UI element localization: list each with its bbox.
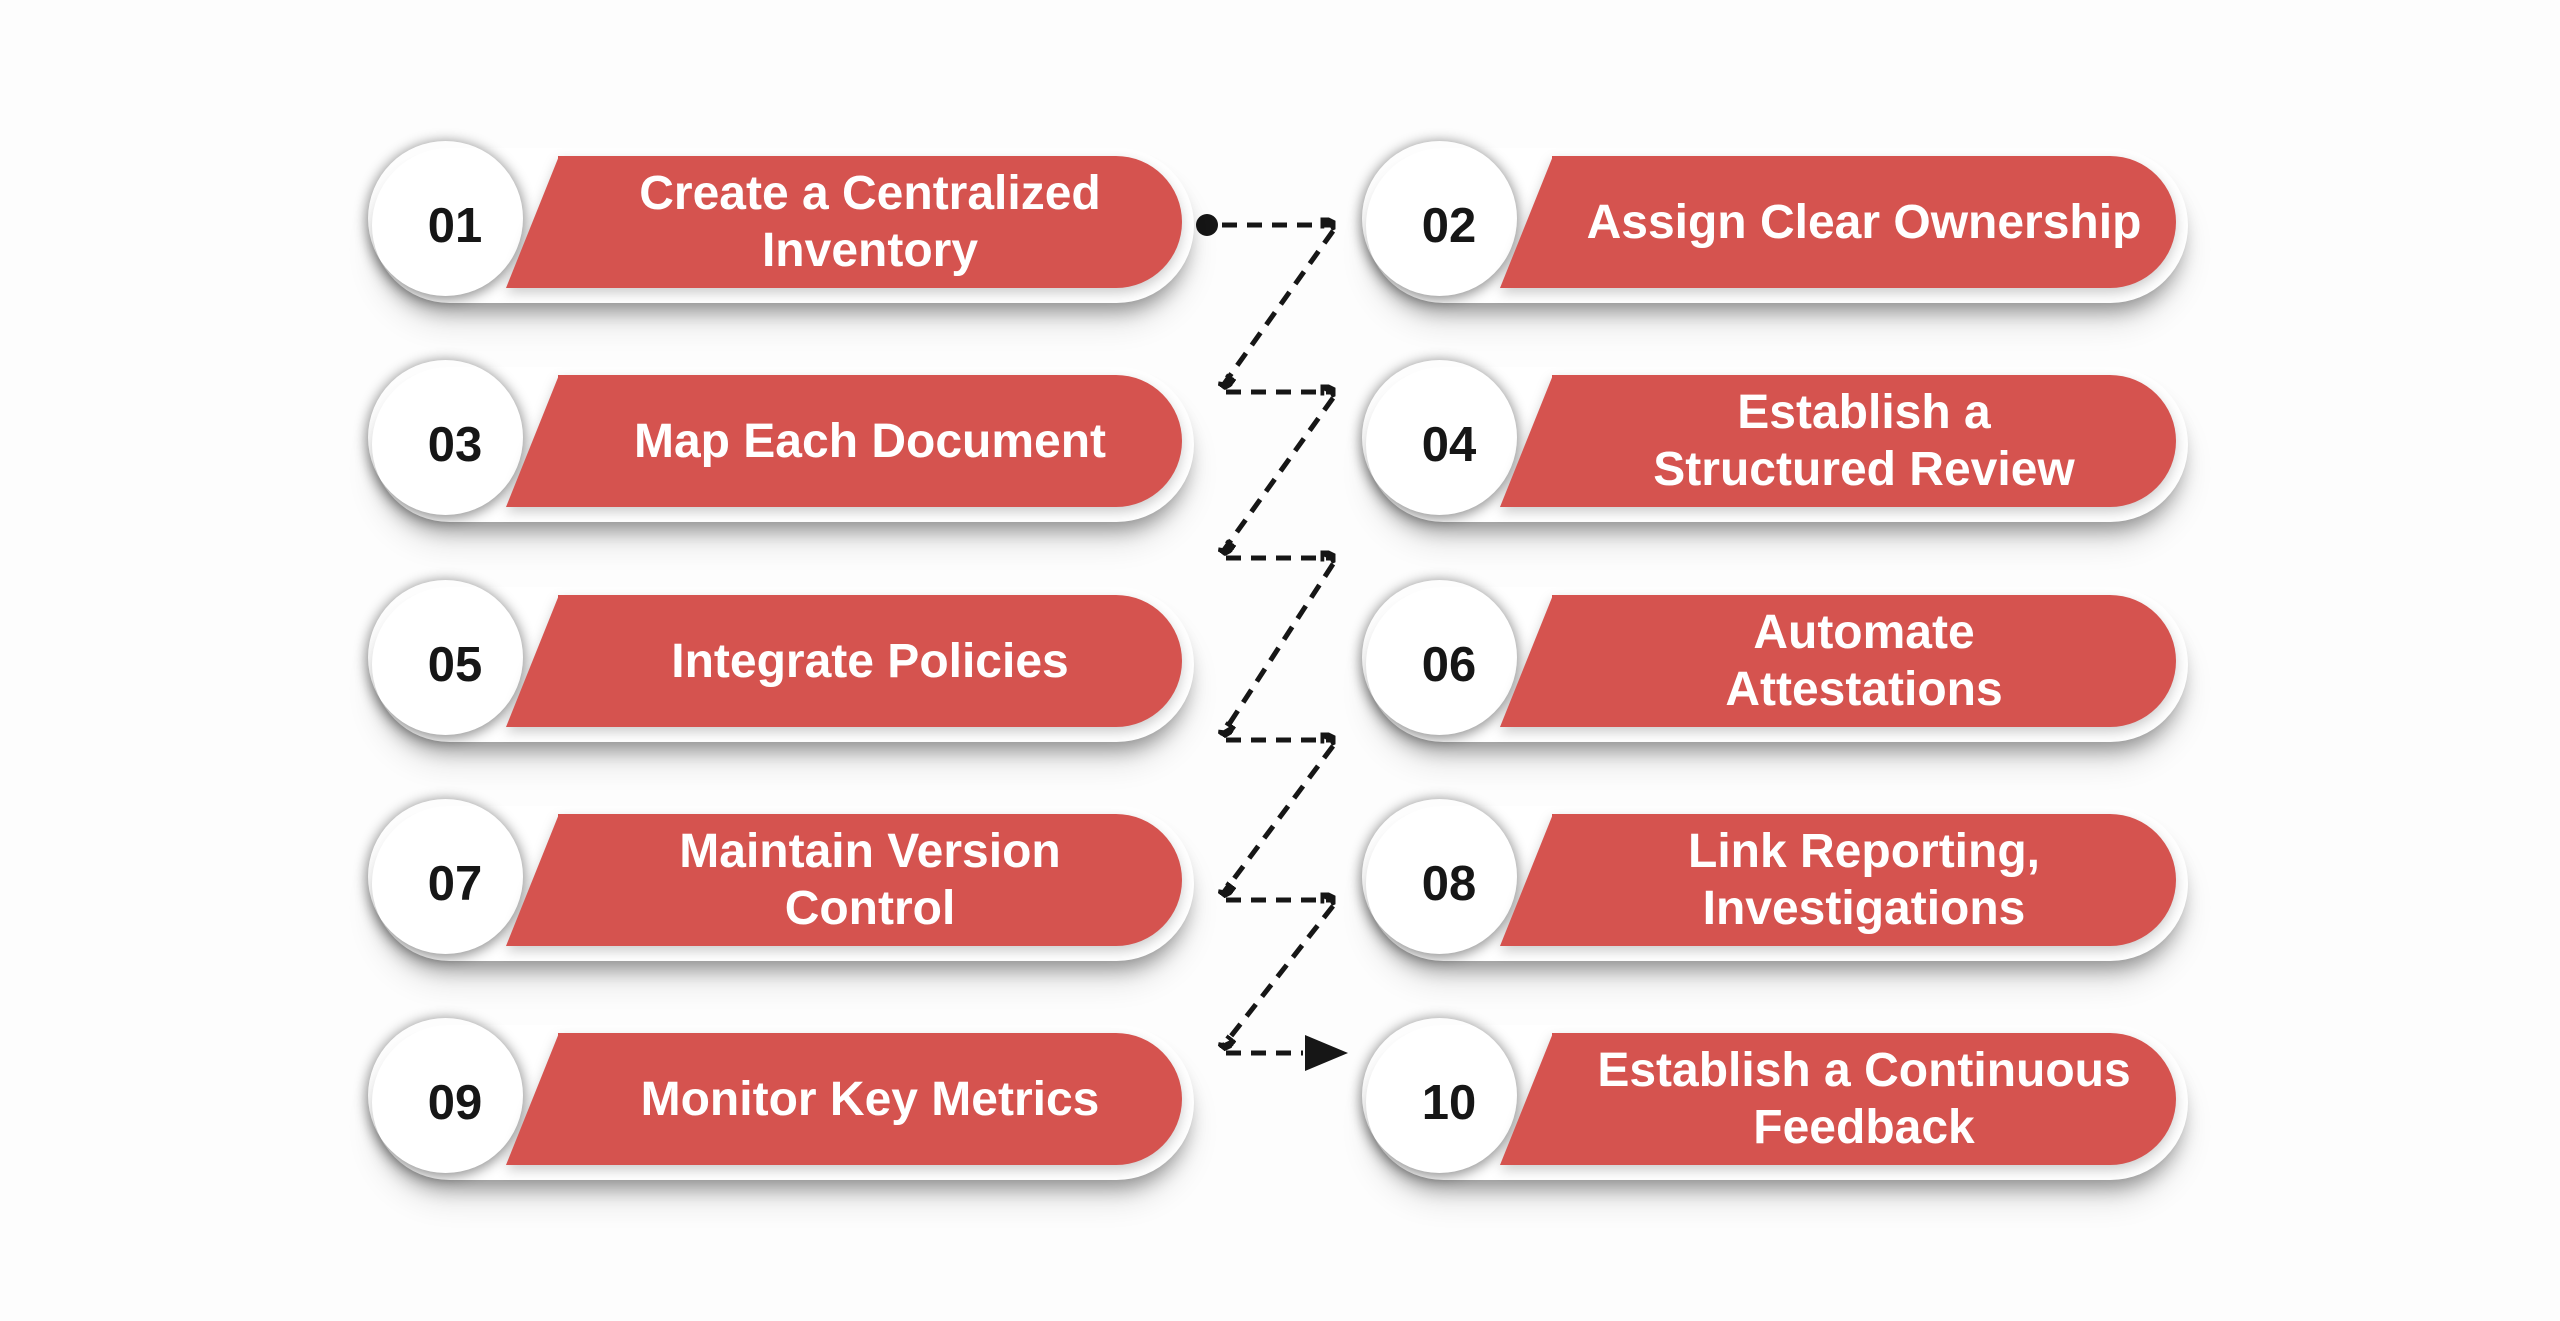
step-number: 09 bbox=[427, 1075, 483, 1130]
step-band: Monitor Key Metrics bbox=[558, 1033, 1182, 1165]
step-number: 02 bbox=[1421, 198, 1477, 253]
step-pill-06: 06 Automate Attestations bbox=[1366, 587, 2188, 742]
step-number: 07 bbox=[427, 856, 483, 911]
step-pill-01: 01 Create a Centralized Inventory bbox=[372, 148, 1194, 303]
step-pill-03: 03 Map Each Document bbox=[372, 367, 1194, 522]
connector-segment bbox=[1224, 904, 1335, 1045]
step-label-line: Link Reporting, bbox=[1688, 825, 2040, 878]
step-band: Integrate Policies bbox=[558, 595, 1182, 727]
step-label-line: Structured Review bbox=[1653, 443, 2075, 496]
step-band: Create a Centralized Inventory bbox=[558, 156, 1182, 288]
step-pill-04: 04 Establish a Structured Review bbox=[1366, 367, 2188, 522]
step-label-line: Create a Centralized bbox=[639, 167, 1101, 220]
step-band: Establish a Continuous Feedback bbox=[1552, 1033, 2176, 1165]
step-band: Assign Clear Ownership bbox=[1552, 156, 2176, 288]
step-label-line: Map Each Document bbox=[633, 414, 1107, 468]
step-number: 05 bbox=[427, 637, 483, 692]
connector-segment bbox=[1224, 229, 1336, 384]
step-label-line: Automate bbox=[1753, 606, 1975, 659]
step-number: 04 bbox=[1421, 417, 1477, 472]
step-label-line: Establish a Continuous bbox=[1597, 1044, 2131, 1097]
step-number: 03 bbox=[427, 417, 483, 472]
step-label-line: Establish a bbox=[1737, 386, 1991, 439]
step-band: Map Each Document bbox=[558, 375, 1182, 507]
step-label-line: Attestations bbox=[1725, 663, 2003, 716]
step-label-line: Assign Clear Ownership bbox=[1586, 195, 2142, 249]
step-pill-08: 08 Link Reporting, Investigations bbox=[1366, 806, 2188, 961]
connector-arrow-end-icon bbox=[1305, 1035, 1348, 1071]
step-label-line: Maintain Version bbox=[679, 825, 1061, 878]
step-label-line: Feedback bbox=[1753, 1101, 1975, 1154]
step-band: Automate Attestations bbox=[1552, 595, 2176, 727]
step-number: 01 bbox=[427, 198, 483, 253]
step-pill-07: 07 Maintain Version Control bbox=[372, 806, 1194, 961]
step-band: Link Reporting, Investigations bbox=[1552, 814, 2176, 946]
step-label-line: Investigations bbox=[1702, 882, 2026, 935]
step-number: 08 bbox=[1421, 856, 1477, 911]
step-label-line: Inventory bbox=[761, 224, 979, 277]
step-band: Maintain Version Control bbox=[558, 814, 1182, 946]
step-pill-02: 02 Assign Clear Ownership bbox=[1366, 148, 2188, 303]
connector-start-dot bbox=[1196, 214, 1218, 236]
step-number: 10 bbox=[1421, 1075, 1477, 1130]
connector-segment bbox=[1224, 562, 1336, 732]
step-pill-10: 10 Establish a Continuous Feedback bbox=[1366, 1025, 2188, 1180]
step-number: 06 bbox=[1421, 637, 1477, 692]
step-label-line: Monitor Key Metrics bbox=[640, 1072, 1100, 1126]
step-label-line: Control bbox=[784, 882, 956, 935]
step-pill-09: 09 Monitor Key Metrics bbox=[372, 1025, 1194, 1180]
connector-segment bbox=[1224, 396, 1336, 550]
connector-segment bbox=[1224, 744, 1336, 892]
step-label-line: Integrate Policies bbox=[671, 634, 1069, 688]
step-pill-05: 05 Integrate Policies bbox=[372, 587, 1194, 742]
step-band: Establish a Structured Review bbox=[1552, 375, 2176, 507]
